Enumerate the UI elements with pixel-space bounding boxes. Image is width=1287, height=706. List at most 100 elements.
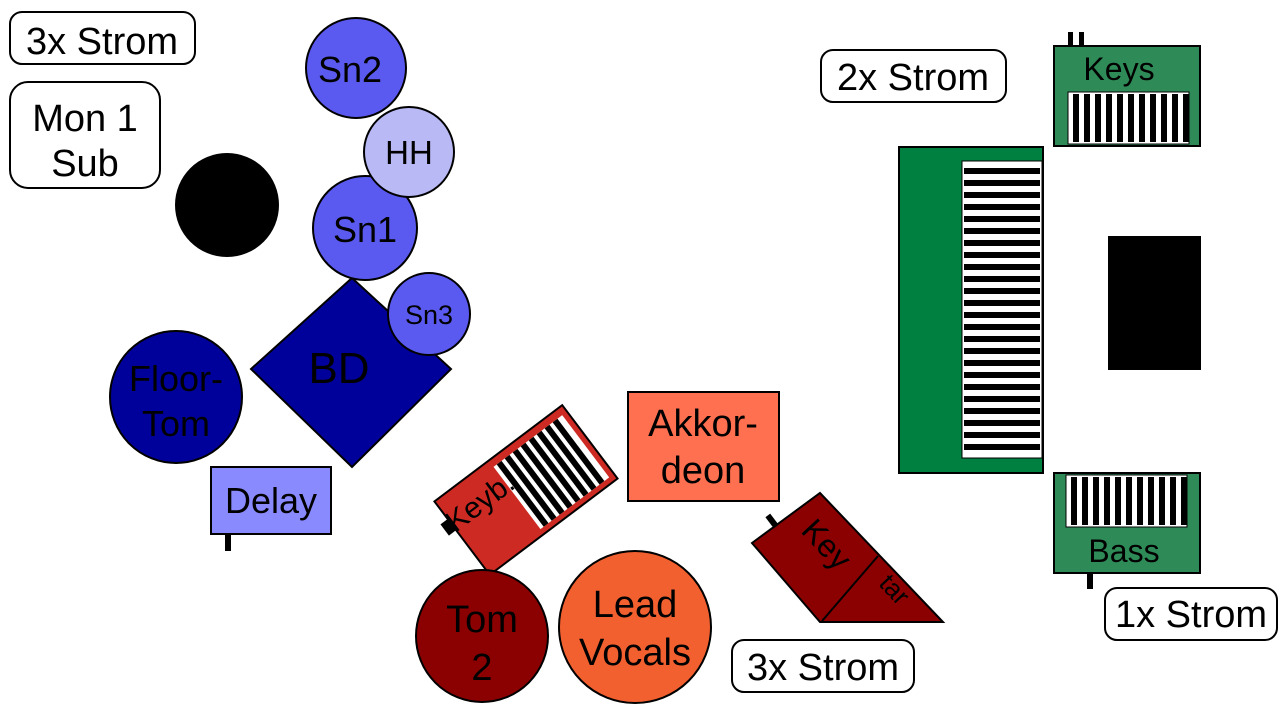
snare-1-label: Sn1: [333, 209, 397, 250]
key-stripe: [1106, 94, 1112, 142]
tom-2-label-line1: Tom: [446, 599, 518, 641]
power-label-bottom-center: 3x Strom: [731, 639, 915, 693]
floor-tom-label-line2: Tom: [142, 403, 210, 444]
key-stripe: [493, 415, 610, 530]
tom-2-label-line2: 2: [471, 647, 492, 689]
key-stripe: [964, 276, 1040, 282]
key-stripe: [964, 180, 1040, 186]
key-stripe: [964, 324, 1040, 330]
key-stripe: [536, 430, 589, 497]
key-stripe: [964, 372, 1040, 378]
key-stripe: [544, 424, 597, 491]
floor-tom-label-line1: Floor-: [129, 358, 223, 399]
power-label-top-right-text: 2x Strom: [837, 57, 989, 99]
tom-2: Tom 2: [415, 569, 549, 703]
snare-3-label: Sn3: [405, 300, 453, 330]
key-stripe: [964, 396, 1040, 402]
key-stripe: [964, 192, 1040, 198]
key-stripe: [964, 360, 1040, 366]
keys-keyboard-keys: [1073, 94, 1189, 142]
power-label-bottom-right-text: 1x Strom: [1115, 594, 1267, 636]
key-stripe: [1126, 477, 1132, 525]
key-stripe: [964, 228, 1040, 234]
key-stripe: [1159, 477, 1165, 525]
main-keyboard: [898, 146, 1044, 474]
key-stripe: [1172, 94, 1178, 142]
floor-tom: Floor- Tom: [109, 330, 243, 464]
delay-label: Delay: [225, 480, 317, 521]
key-stripe: [964, 348, 1040, 354]
main-keyboard-keys: [964, 168, 1040, 450]
snare-3: Sn3: [387, 272, 471, 356]
hi-hat-label: HH: [385, 134, 433, 171]
keys-label: Keys: [1083, 51, 1154, 87]
power-label-top-right: 2x Strom: [820, 49, 1007, 103]
key-stripe: [1073, 94, 1079, 142]
accordion-label-line1: Akkor-: [648, 403, 758, 445]
key-stripe: [1148, 477, 1154, 525]
keytar: Key tar: [750, 491, 946, 623]
key-stripe: [1137, 477, 1143, 525]
lead-vocals-label-line1: Lead: [593, 584, 678, 626]
key-stripe: [964, 312, 1040, 318]
monitor-label-line1: Mon 1: [32, 98, 138, 140]
monitor-label-line2: Sub: [51, 143, 119, 185]
key-stripe: [964, 300, 1040, 306]
keys-keyboard: Keys: [1053, 32, 1201, 147]
hi-hat: HH: [363, 106, 455, 198]
key-stripe: [1095, 94, 1101, 142]
key-stripe: [964, 216, 1040, 222]
lead-vocals: Lead Vocals: [558, 550, 712, 704]
snare-2-label: Sn2: [318, 49, 382, 90]
accordion: Akkor- deon: [627, 391, 780, 502]
speaker-round: [175, 153, 279, 257]
lead-vocals-label-line2: Vocals: [579, 632, 691, 674]
snare-1: Sn1: [312, 175, 418, 281]
bass-keyboard: Bass: [1053, 472, 1201, 589]
bass-label: Bass: [1088, 533, 1159, 569]
speaker-box: [1108, 236, 1201, 370]
key-stripe: [1150, 94, 1156, 142]
bass-drum-label: BD: [308, 344, 369, 393]
key-stripe: [964, 336, 1040, 342]
key-stripe: [504, 454, 557, 521]
power-label-bottom-right: 1x Strom: [1104, 587, 1278, 641]
key-stripe: [1093, 477, 1099, 525]
key-stripe: [964, 444, 1040, 450]
power-label-top-left-text: 3x Strom: [26, 21, 178, 63]
key-stripe: [528, 436, 581, 503]
key-stripe: [512, 448, 565, 515]
key-stripe: [1117, 94, 1123, 142]
key-stripe: [964, 384, 1040, 390]
key-stripe: [1115, 477, 1121, 525]
key-stripe: [496, 460, 549, 527]
snare-2: Sn2: [305, 17, 407, 119]
key-stripe: [964, 204, 1040, 210]
key-stripe: [964, 420, 1040, 426]
key-stripe: [964, 240, 1040, 246]
key-stripe: [1128, 94, 1134, 142]
key-stripe: [520, 442, 573, 509]
accordion-label-line2: deon: [661, 450, 746, 492]
key-stripe: [1181, 477, 1187, 525]
key-stripe: [1071, 477, 1077, 525]
key-stripe: [1139, 94, 1145, 142]
keyboard: Keyb.: [433, 403, 619, 577]
bass-keyboard-keys: [1071, 477, 1187, 525]
key-stripe: [964, 168, 1040, 174]
power-label-top-left: 3x Strom: [9, 11, 196, 65]
key-stripe: [1104, 477, 1110, 525]
power-label-bottom-center-text: 3x Strom: [747, 647, 899, 689]
key-stripe: [964, 432, 1040, 438]
monitor-box: Mon 1 Sub: [9, 81, 161, 189]
key-stripe: [964, 288, 1040, 294]
key-stripe: [1084, 94, 1090, 142]
key-stripe: [964, 408, 1040, 414]
keyboard-keys: [493, 415, 610, 530]
delay-unit: Delay: [210, 466, 332, 551]
key-stripe: [1170, 477, 1176, 525]
key-stripe: [964, 252, 1040, 258]
key-stripe: [1161, 94, 1167, 142]
key-stripe: [1183, 94, 1189, 142]
